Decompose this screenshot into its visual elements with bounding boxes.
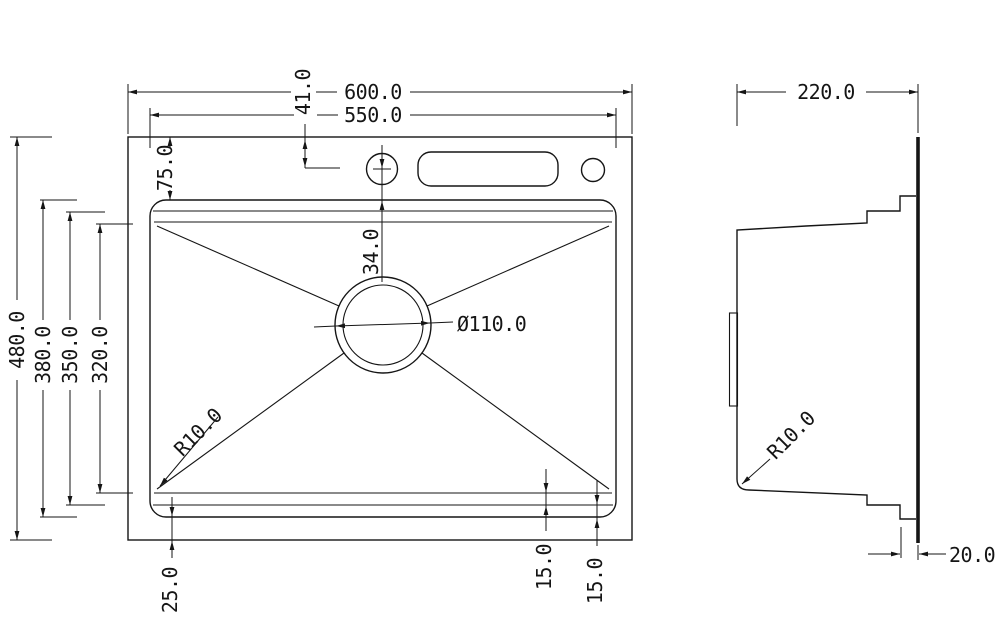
basin-rim [149,199,617,518]
side-profile [736,195,916,520]
slope-diagonal-top-right [426,225,610,307]
dim-corner-radius-top-view: R10.0 [159,403,227,487]
accessory-hole [580,157,606,183]
top-view-outline [127,136,633,541]
dim-bottom-margin-label: 25.0 [158,567,182,613]
dim-mid-depth-label: 350.0 [58,326,82,384]
dim-faucet-to-rim-label: 34.0 [359,229,383,275]
dim-basin-depth-label: 320.0 [88,326,112,384]
top-view: 600.0 550.0 41.0 75.0 [5,69,633,613]
slope-diagonal-top-left [156,225,340,307]
dim-step-inner: 15.0 [532,469,556,590]
dim-step-outer: 15.0 [583,480,607,604]
dim-rim-depth: 380.0 [31,199,77,518]
dim-flange-width-label: 20.0 [949,543,995,567]
dim-step-outer-label: 15.0 [583,558,607,604]
mounting-clip-channel [728,312,739,407]
dim-top-margin: 75.0 [153,137,177,200]
dim-corner-radius-top-view-label: R10.0 [169,403,227,461]
dim-drain-diameter-label: Ø110.0 [457,312,526,336]
dim-faucet-offset: 41.0 [291,69,340,169]
dim-faucet-offset-label: 41.0 [291,69,315,115]
soap-dispenser-slot [417,151,559,187]
dim-flange-width: 20.0 [868,527,996,567]
dim-faucet-to-rim: 34.0 [359,159,385,275]
sink-outer-edge [127,136,633,541]
dim-corner-radius-side-view-label: R10.0 [762,406,820,464]
dim-top-margin-label: 75.0 [153,145,177,191]
dim-overall-depth: 480.0 [5,136,52,541]
dim-corner-radius-side-view: R10.0 [741,406,820,485]
dim-rim-width: 550.0 [149,103,617,148]
dim-rim-width-label: 550.0 [344,103,402,127]
dim-mid-depth: 350.0 [58,211,105,506]
drain-outer-circle [334,276,432,374]
side-view-outline [728,137,920,543]
slope-diagonal-bottom-right [421,352,610,490]
dim-rim-depth-label: 380.0 [31,326,55,384]
dim-step-inner-label: 15.0 [532,544,556,590]
slope-diagonal-bottom-left [156,352,345,490]
dim-basin-depth: 320.0 [88,223,133,494]
side-view: 220.0 R10.0 20.0 [728,80,996,567]
dim-bottom-margin: 25.0 [158,497,182,613]
dim-drain-diameter: Ø110.0 [313,312,527,336]
dim-side-depth: 220.0 [736,80,919,133]
dim-overall-depth-label: 480.0 [5,311,29,369]
dim-side-depth-label: 220.0 [797,80,855,104]
dim-overall-width-label: 600.0 [344,80,402,104]
dim-overall-width: 600.0 [127,80,633,134]
